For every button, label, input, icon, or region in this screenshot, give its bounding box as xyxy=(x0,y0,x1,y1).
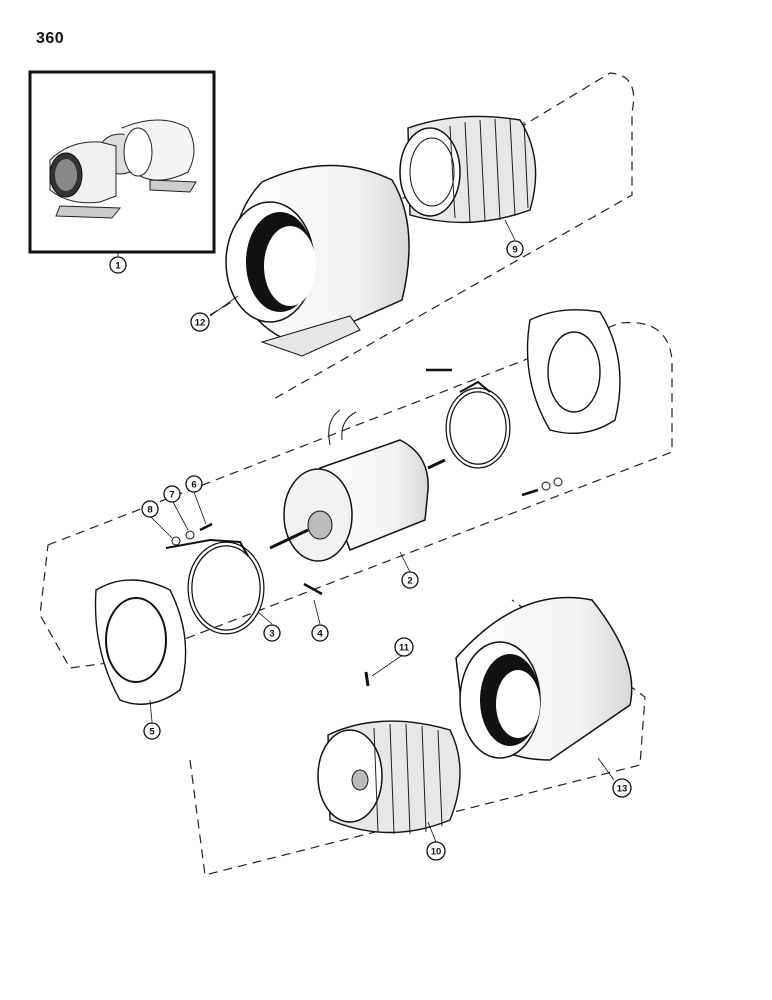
mounting-plate-left xyxy=(94,579,187,705)
mounting-bracket-right xyxy=(445,380,511,469)
hardware-left xyxy=(171,522,213,546)
group-outline-bottom xyxy=(189,599,646,876)
callout-4-label: 4 xyxy=(317,629,323,640)
blower-motor xyxy=(269,409,446,562)
group-outline-middle xyxy=(39,321,673,669)
callout-9-label: 9 xyxy=(512,245,517,256)
blower-wheel-upper xyxy=(399,115,537,224)
callout-5-label: 5 xyxy=(149,727,155,738)
callout-13-label: 13 xyxy=(617,784,628,795)
callout-2: 2 xyxy=(401,571,419,589)
callout-3-label: 3 xyxy=(269,629,274,640)
callout-11: 11 xyxy=(394,637,414,657)
callout-8: 8 xyxy=(141,500,159,518)
callout-7-label: 7 xyxy=(169,490,174,501)
inset-complete-blower xyxy=(28,70,216,254)
callout-11-label: 11 xyxy=(399,643,410,654)
callout-4: 4 xyxy=(311,624,329,642)
callout-6: 6 xyxy=(185,475,203,493)
blower-wheel-lower xyxy=(317,671,461,835)
hardware-right xyxy=(521,477,563,497)
leader-lines xyxy=(117,219,615,843)
group-outline-top xyxy=(209,72,635,401)
callout-1-label: 1 xyxy=(115,261,121,272)
callout-13: 13 xyxy=(612,778,632,798)
callout-1: 1 xyxy=(109,256,127,274)
callout-12-label: 12 xyxy=(195,318,206,329)
callout-9: 9 xyxy=(506,240,524,258)
callout-7: 7 xyxy=(163,485,181,503)
screw-4 xyxy=(303,582,323,596)
callout-5: 5 xyxy=(143,722,161,740)
callout-6-label: 6 xyxy=(191,480,196,491)
blower-housing-upper xyxy=(225,164,410,357)
mounting-plate-right xyxy=(526,309,621,435)
blower-housing-lower xyxy=(455,596,633,761)
callout-10: 10 xyxy=(426,841,446,861)
callout-3: 3 xyxy=(263,624,281,642)
callout-8-label: 8 xyxy=(147,505,152,516)
page-number: 360 xyxy=(36,30,65,47)
callout-12: 12 xyxy=(190,312,210,332)
callout-2-label: 2 xyxy=(407,576,412,587)
mounting-bracket-left xyxy=(165,538,265,635)
callout-10-label: 10 xyxy=(431,847,442,858)
